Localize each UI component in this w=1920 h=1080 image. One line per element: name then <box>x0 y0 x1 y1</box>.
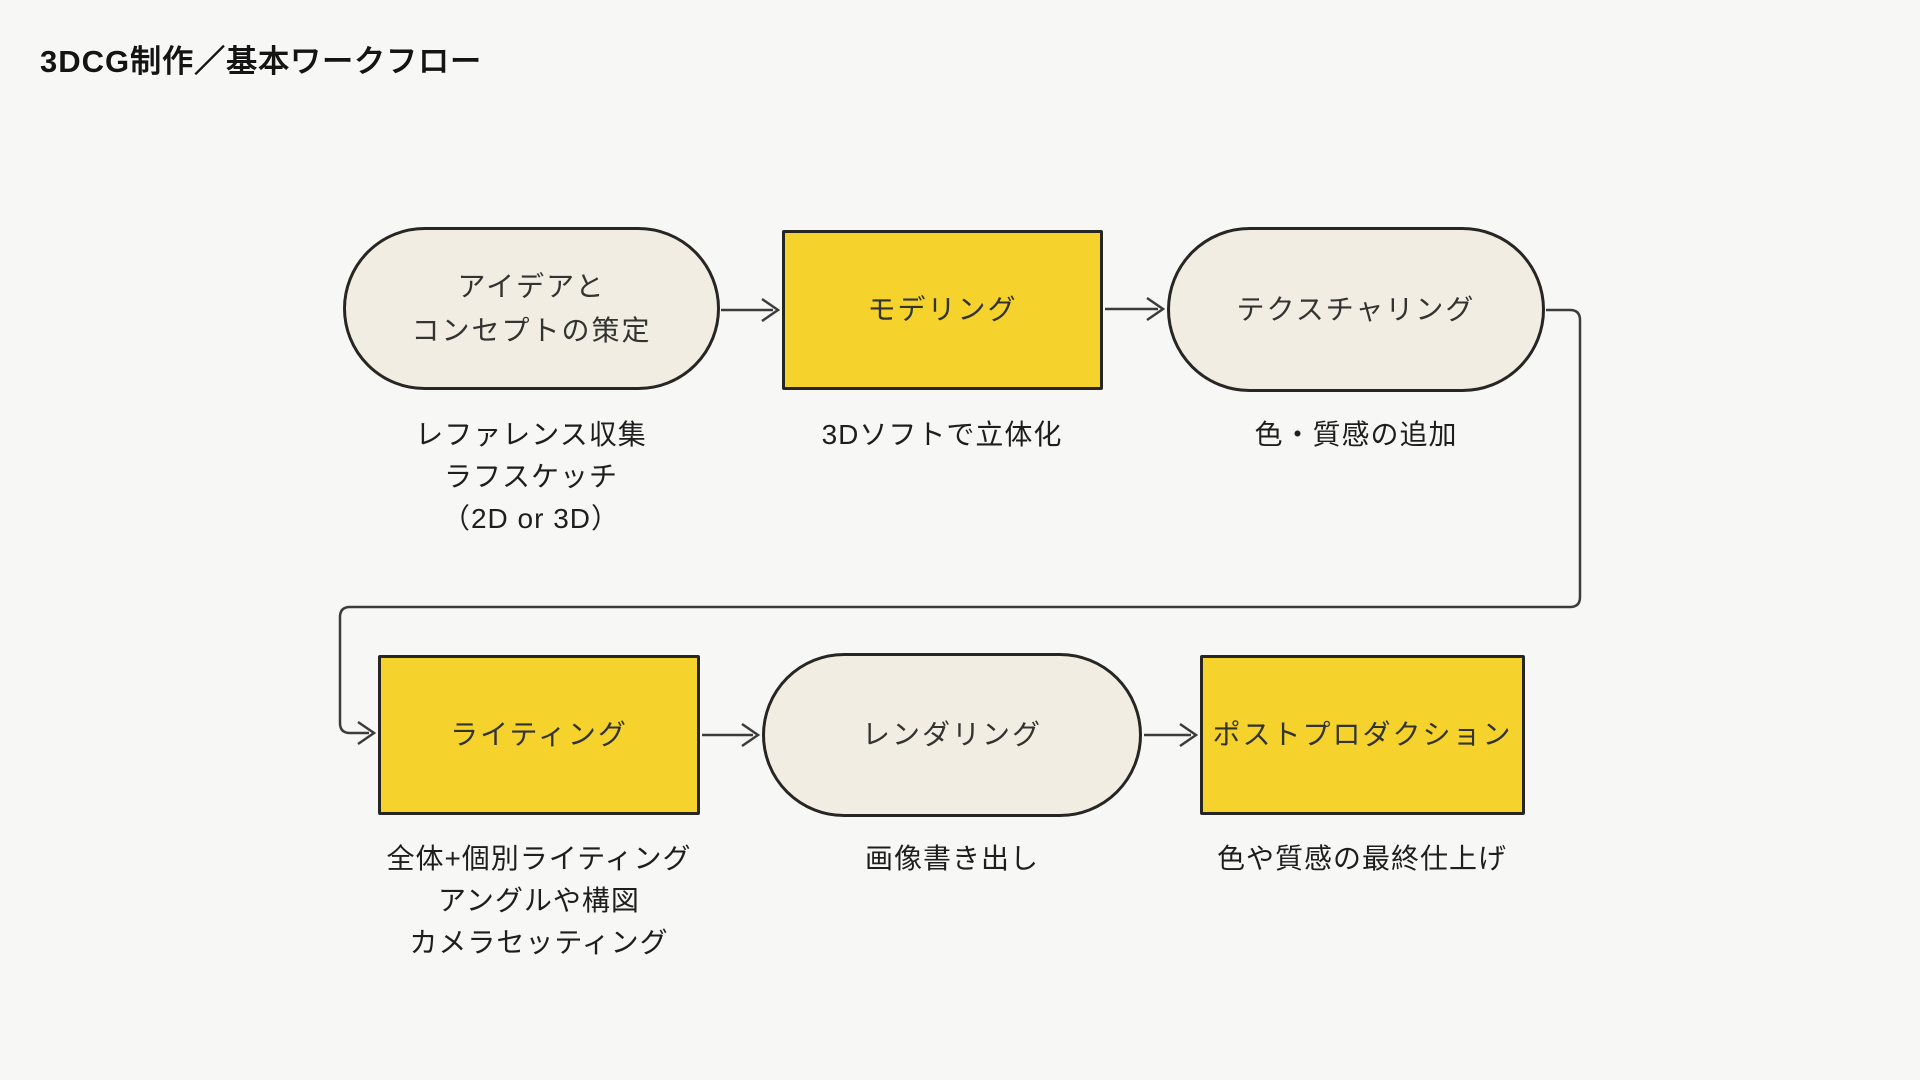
arrowhead-rendering-postproduction-icon <box>1179 722 1199 748</box>
caption-lighting-line2: アングルや構図 <box>438 885 640 916</box>
flow-node-rendering: レンダリング <box>762 653 1142 817</box>
flow-node-ideation-label: アイデアと コンセプトの策定 <box>411 265 651 353</box>
arrowhead-ideation-modeling-icon <box>761 297 781 323</box>
flow-node-texturing-label: テクスチャリング <box>1237 288 1476 332</box>
flow-node-ideation-label-line2: コンセプトの策定 <box>411 314 652 346</box>
flow-node-rendering-label-line1: レンダリング <box>861 719 1042 750</box>
flow-node-texturing-label-line1: テクスチャリング <box>1236 293 1476 325</box>
flow-node-modeling-label: モデリング <box>867 288 1017 332</box>
caption-rendering-line1: 画像書き出し <box>864 843 1040 874</box>
page-title: 3DCG制作／基本ワークフロー <box>40 44 483 79</box>
caption-ideation: レファレンス収集 ラフスケッチ （2D or 3D） <box>415 414 646 540</box>
arrowhead-modeling-texturing-icon <box>1146 296 1166 322</box>
flow-node-rendering-label: レンダリング <box>862 713 1042 757</box>
flow-node-ideation: アイデアと コンセプトの策定 <box>343 227 720 390</box>
caption-lighting-line3: カメラセッティング <box>409 927 669 958</box>
arrowhead-lighting-rendering-icon <box>741 722 761 748</box>
caption-ideation-line2: ラフスケッチ <box>443 461 619 492</box>
caption-postproduction: 色や質感の最終仕上げ <box>1217 838 1507 880</box>
flow-node-modeling: モデリング <box>782 230 1103 390</box>
caption-texturing-line1: 色・質感の追加 <box>1254 419 1458 450</box>
caption-texturing: 色・質感の追加 <box>1254 414 1457 456</box>
caption-lighting-line1: 全体+個別ライティング <box>386 843 692 874</box>
flow-node-lighting-label: ライティング <box>450 713 628 757</box>
caption-modeling: 3Dソフトで立体化 <box>822 414 1063 456</box>
flow-node-postproduction: ポストプロダクション <box>1200 655 1525 815</box>
caption-rendering: 画像書き出し <box>865 838 1039 880</box>
caption-lighting: 全体+個別ライティング アングルや構図 カメラセッティング <box>386 838 691 964</box>
arrowhead-texturing-lighting-icon <box>357 720 377 746</box>
flow-node-lighting-label-line1: ライティング <box>450 719 628 750</box>
flow-node-postproduction-label-line1: ポストプロダクション <box>1212 719 1513 750</box>
flow-node-ideation-label-line1: アイデアと <box>457 270 606 302</box>
caption-ideation-line3: （2D or 3D） <box>441 503 621 534</box>
caption-ideation-line1: レファレンス収集 <box>415 419 647 450</box>
caption-postproduction-line1: 色や質感の最終仕上げ <box>1216 843 1508 874</box>
flow-node-lighting: ライティング <box>378 655 700 815</box>
flow-node-texturing: テクスチャリング <box>1167 227 1545 392</box>
caption-modeling-line1: 3Dソフトで立体化 <box>821 419 1063 450</box>
flow-node-postproduction-label: ポストプロダクション <box>1212 713 1512 757</box>
flow-node-modeling-label-line1: モデリング <box>867 294 1018 325</box>
